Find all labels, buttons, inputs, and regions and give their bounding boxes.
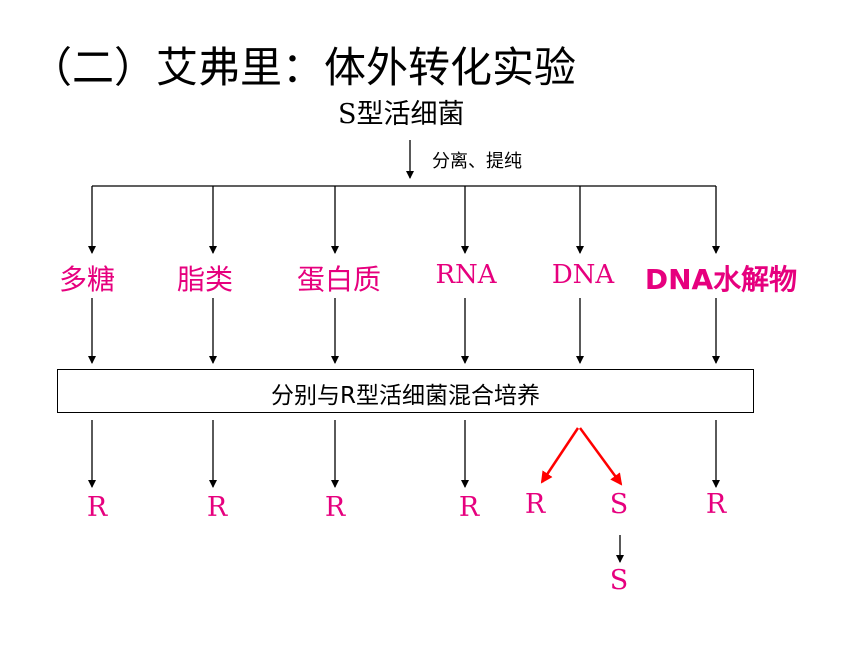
split-arrow-left	[540, 427, 580, 484]
result-label: R	[324, 492, 346, 523]
final-result-label: S	[609, 565, 629, 596]
mixing-label: 分别与R型活细菌混合培养	[271, 383, 540, 409]
result-label: R	[86, 492, 108, 523]
component-label: 多糖	[58, 263, 116, 296]
component-label: DNA	[551, 260, 615, 290]
component-label: 蛋白质	[296, 263, 382, 296]
split-arrow-right	[578, 427, 623, 486]
component-label: 脂类	[176, 263, 234, 296]
result-label: R	[705, 489, 727, 520]
slide-title: （二）艾弗里：体外转化实验	[30, 43, 577, 92]
step-label: 分离、提纯	[432, 151, 522, 172]
component-label: DNA水解物	[644, 263, 798, 296]
source-label: S型活细菌	[338, 99, 465, 130]
result-label: S	[609, 489, 629, 520]
mixing-box: 分别与R型活细菌混合培养	[57, 369, 754, 413]
component-label: RNA	[435, 260, 497, 290]
result-label: R	[458, 492, 480, 523]
result-label: R	[206, 492, 228, 523]
result-label: R	[524, 489, 546, 520]
